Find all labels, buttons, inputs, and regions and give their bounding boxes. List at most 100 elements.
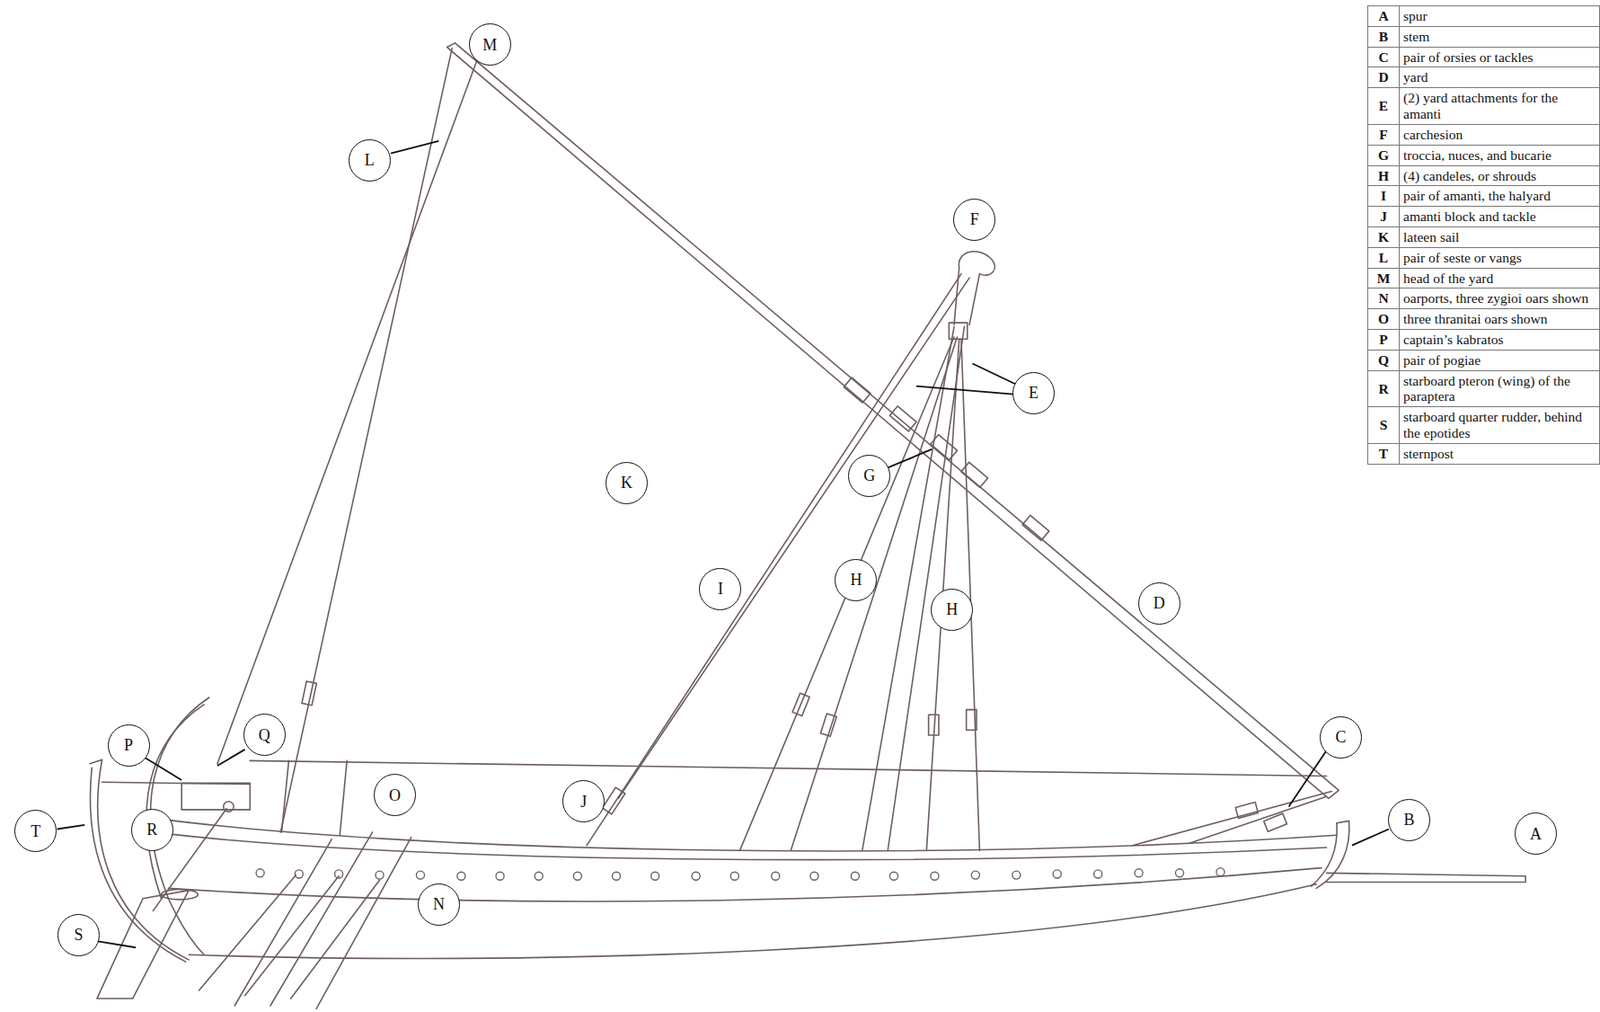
callout-letter: P bbox=[123, 736, 133, 753]
table-description-cell: captain’s kabratos bbox=[1399, 329, 1600, 351]
callout-letter: D bbox=[1153, 594, 1166, 611]
table-description: starboard pteron (wing) of the paraptera bbox=[1403, 372, 1571, 405]
legend-row: Qpair of pogiae bbox=[1368, 349, 1600, 371]
table-description: carchesion bbox=[1403, 126, 1463, 142]
callout-letter: F bbox=[970, 211, 980, 228]
callout-letter: H bbox=[849, 571, 862, 588]
table-description-cell: troccia, nuces, and bucarie bbox=[1399, 144, 1600, 166]
table-description: amanti block and tackle bbox=[1403, 208, 1537, 224]
table-description: yard bbox=[1403, 69, 1429, 85]
table-description: head of the yard bbox=[1403, 270, 1494, 286]
legend-row: Sstarboard quarter rudder, behind the ep… bbox=[1368, 406, 1600, 444]
table-key-cell: P bbox=[1368, 329, 1400, 351]
table-key-cell: I bbox=[1368, 185, 1400, 207]
callout-letter: Q bbox=[258, 726, 271, 743]
table-key-cell: L bbox=[1368, 247, 1400, 268]
table-description-cell: pair of amanti, the halyard bbox=[1399, 185, 1600, 207]
table-description: (4) candeles, or shrouds bbox=[1403, 167, 1537, 184]
table-key: G bbox=[1378, 147, 1389, 163]
legend-row: Gtroccia, nuces, and bucarie bbox=[1368, 144, 1600, 166]
table-description: starboard quarter rudder, behind the epo… bbox=[1403, 408, 1583, 441]
callout-circle: D bbox=[1138, 582, 1181, 625]
table-description-cell: spur bbox=[1399, 6, 1600, 27]
table-key: I bbox=[1380, 187, 1387, 204]
table-description-cell: sternpost bbox=[1399, 442, 1600, 464]
table-key: R bbox=[1378, 380, 1388, 397]
callout-circle: T bbox=[14, 809, 57, 852]
callout-letter: N bbox=[433, 895, 445, 912]
table-key-cell: K bbox=[1368, 226, 1400, 248]
table-key: B bbox=[1379, 28, 1388, 45]
callout-circle: S bbox=[57, 913, 100, 956]
callout-circle: R bbox=[131, 808, 174, 851]
callout-letter: K bbox=[620, 474, 633, 491]
table-description: troccia, nuces, and bucarie bbox=[1403, 147, 1552, 163]
table-key: D bbox=[1378, 69, 1388, 85]
callout-circle: L bbox=[348, 139, 391, 182]
table-description-cell: pair of orsies or tackles bbox=[1399, 46, 1600, 68]
table-key: J bbox=[1379, 208, 1388, 224]
table-description: pair of pogiae bbox=[1403, 352, 1481, 368]
callout-circle: H bbox=[930, 588, 973, 631]
callout-letter: B bbox=[1404, 811, 1415, 828]
table-key: F bbox=[1379, 126, 1388, 142]
table-key: H bbox=[1378, 167, 1389, 184]
table-description-cell: three thranitai oars shown bbox=[1399, 309, 1600, 330]
legend-row: Lpair of seste or vangs bbox=[1368, 247, 1600, 268]
callout-circle: Q bbox=[243, 713, 286, 756]
callout-circle: K bbox=[605, 461, 648, 504]
table-description: sternpost bbox=[1403, 445, 1454, 461]
callout-circle: C bbox=[1319, 716, 1362, 759]
table-key-cell: T bbox=[1368, 442, 1400, 464]
table-description: stem bbox=[1403, 28, 1430, 45]
callout-letter: S bbox=[73, 926, 83, 943]
callout-letter: J bbox=[580, 793, 587, 810]
table-key: P bbox=[1379, 331, 1388, 347]
callout-letter: E bbox=[1028, 384, 1039, 401]
table-description-cell: head of the yard bbox=[1399, 267, 1600, 289]
table-description: oarports, three zygioi oars shown bbox=[1403, 290, 1589, 306]
table-description-cell: carchesion bbox=[1399, 123, 1600, 145]
legend-row: Tsternpost bbox=[1368, 442, 1600, 464]
legend-row: Othree thranitai oars shown bbox=[1368, 309, 1600, 330]
legend-table: AspurBstemCpair of orsies or tacklesDyar… bbox=[1367, 5, 1600, 465]
table-description-cell: pair of seste or vangs bbox=[1399, 247, 1600, 268]
table-description-cell: (2) yard attachments for the amanti bbox=[1399, 88, 1600, 125]
table-key-cell: E bbox=[1368, 88, 1400, 125]
callout-circle: P bbox=[107, 724, 151, 767]
table-key-cell: H bbox=[1368, 165, 1400, 186]
table-description: pair of seste or vangs bbox=[1403, 249, 1522, 266]
table-key-cell: S bbox=[1368, 406, 1400, 444]
table-key-cell: R bbox=[1368, 370, 1400, 407]
callout-letter: R bbox=[146, 821, 158, 838]
callout-letter: I bbox=[717, 580, 724, 597]
table-description-cell: yard bbox=[1399, 67, 1600, 89]
callout-circle: B bbox=[1387, 798, 1431, 841]
table-key-cell: A bbox=[1368, 6, 1400, 27]
callout-circle: O bbox=[373, 773, 416, 816]
table-description-cell: pair of pogiae bbox=[1399, 349, 1600, 371]
table-description-cell: (4) candeles, or shrouds bbox=[1399, 165, 1600, 186]
table-key-cell: Q bbox=[1368, 349, 1400, 371]
callout-circle: M bbox=[468, 23, 512, 66]
table-description: (2) yard attachments for the amanti bbox=[1403, 89, 1558, 122]
legend-row: Rstarboard pteron (wing) of the parapter… bbox=[1368, 370, 1600, 407]
table-description-cell: lateen sail bbox=[1399, 226, 1600, 248]
callout-letter: C bbox=[1334, 728, 1346, 745]
table-key: S bbox=[1379, 416, 1388, 433]
table-key: O bbox=[1378, 310, 1389, 327]
table-description: lateen sail bbox=[1403, 229, 1459, 245]
table-key-cell: M bbox=[1368, 267, 1400, 289]
legend-row: Ipair of amanti, the halyard bbox=[1368, 185, 1600, 207]
legend-row: Klateen sail bbox=[1368, 226, 1600, 248]
callout-circle: F bbox=[953, 198, 996, 241]
callout-letter: A bbox=[1529, 825, 1542, 842]
table-key-cell: C bbox=[1368, 46, 1400, 68]
callout-letter: H bbox=[945, 601, 958, 618]
callout-circle: A bbox=[1514, 812, 1557, 855]
table-description-cell: oarports, three zygioi oars shown bbox=[1399, 288, 1600, 310]
legend-row: Aspur bbox=[1368, 6, 1600, 27]
table-description: three thranitai oars shown bbox=[1403, 310, 1548, 327]
